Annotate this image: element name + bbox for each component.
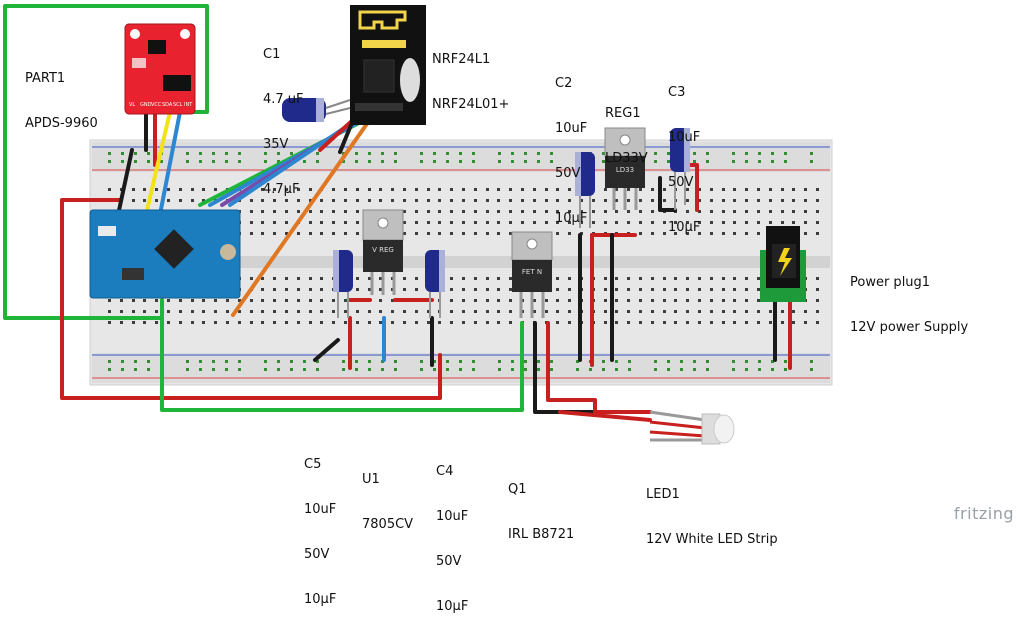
nrf-ref: NRF24L1 [432,52,491,67]
c2-ref: C2 [555,76,573,91]
q1-label: Q1 IRL B8721 [508,452,574,557]
c1-value: 4.7 uF [263,92,304,107]
c2-label: C2 10uF 50V 10µF [555,46,587,241]
c5-ref: C5 [304,457,322,472]
c1-capacitor [282,98,351,122]
red-wire-led [546,321,597,414]
orange-wire [231,106,380,317]
part1-name: APDS-9960 [25,116,98,131]
c3-capacitor [670,128,690,210]
reg1-ld33: LD33 [604,127,646,210]
c3-voltage: 50V [668,175,694,190]
power-plug [760,226,806,302]
reg1-name: LD33V [605,151,648,166]
part1-ref: PART1 [25,71,66,86]
fritzing-logo: fritzing [953,504,1014,523]
c1-voltage: 35V [263,137,289,152]
sensor-pin-vcc: VCC [151,102,162,108]
c2-capacitance: 10µF [555,211,588,226]
c4-ref: C4 [436,464,454,479]
q1-mosfet: FET N [511,231,553,318]
green-wire-loop [3,4,209,320]
c2-capacitor [575,152,595,228]
led1-label: LED1 12V White LED Strip [646,457,778,562]
lightning-icon [778,248,792,276]
black-wire-c5 [313,338,340,362]
sensor-pin-int: INT [184,102,193,108]
c1-ref: C1 [263,47,281,62]
sensor-pin-vl: VL [129,102,135,108]
nrf-label: NRF24L1 NRF24L01+ [432,22,509,127]
sensor-pin-scl: SCL [173,102,183,108]
nrf-name: NRF24L01+ [432,97,510,112]
led-strip [649,410,735,445]
nrf24l01-module [350,5,426,125]
c4-value: 10uF [436,509,469,524]
c5-capacitance: 10µF [304,592,337,607]
c5-capacitor [333,250,353,318]
led1-ref: LED1 [646,487,680,502]
c4-capacitor [425,250,445,318]
c3-label: C3 10uF 50V 10µF [668,55,700,250]
c4-capacitance: 10µF [436,599,469,614]
ld33-marking: LD33 [616,166,634,174]
u1-ref: U1 [362,472,380,487]
red-wire-led-2 [558,410,652,422]
q1-name: IRL B8721 [508,527,575,542]
sensor-pin-gnd: GND [140,102,152,108]
c5-value: 10uF [304,502,337,517]
u1-label: U1 7805CV [362,442,413,547]
c2-value: 10uF [555,121,588,136]
reg1-label: REG1 LD33V [605,76,648,181]
sensor-pin-sda: SDA [162,102,173,108]
black-wire-c3 [658,176,677,212]
black-wire-sensor-gnd [116,148,134,217]
c4-label: C4 10uF 50V 10µF [436,434,468,629]
wires [3,4,792,422]
power-plug-ref: Power plug1 [850,275,931,290]
c5-voltage: 50V [304,547,330,562]
c3-capacitance: 10µF [668,220,701,235]
red-wire-left-loop [60,198,442,400]
fetn-marking: FET N [522,268,542,276]
led1-name: 12V White LED Strip [646,532,778,547]
reg1-ref: REG1 [605,106,641,121]
q1-ref: Q1 [508,482,527,497]
arduino-pro-mini [89,209,241,299]
u1-regulator: V REG [362,209,404,295]
c2-voltage: 50V [555,166,581,181]
breadboard [89,139,833,386]
c3-value: 10uF [668,130,701,145]
c4-voltage: 50V [436,554,462,569]
green-wire-bottom [160,298,524,412]
power-plug-label: Power plug1 12V power Supply [850,245,968,350]
power-plug-name: 12V power Supply [850,320,969,335]
c1-label: C1 4.7 uF 35V 4.7µF [263,17,304,212]
c1-capacitance: 4.7µF [263,182,300,197]
c3-ref: C3 [668,85,686,100]
vreg-marking: V REG [372,246,394,254]
part1-label: PART1 APDS-9960 [25,41,98,146]
